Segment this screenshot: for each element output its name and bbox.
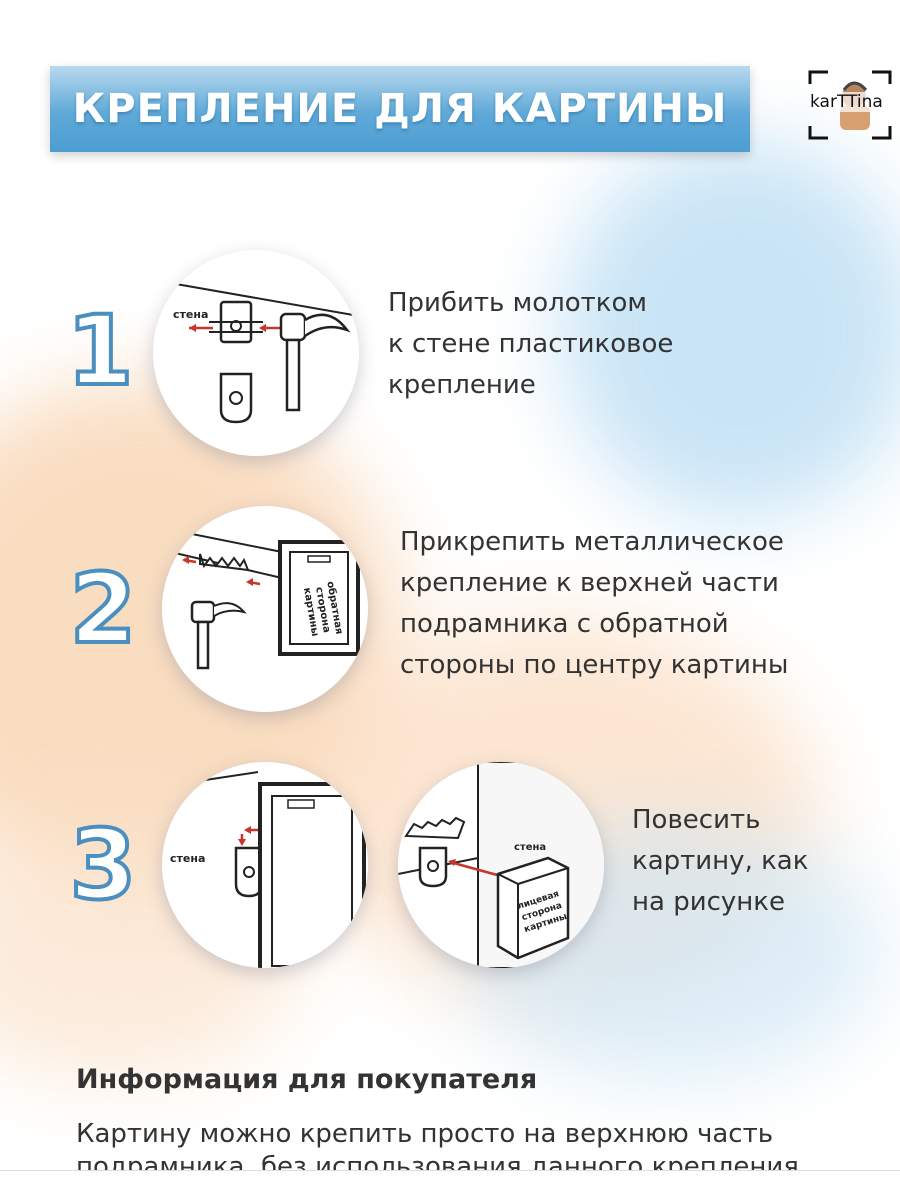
step-3-illustration-right: стена лицевая сторона картины [398,762,604,968]
step-number-1-text: 1 [70,306,130,390]
logo-text: karTTina [810,92,883,112]
info-body: Картину можно крепить просто на верхнюю … [76,1119,799,1170]
step-3-illustration-left: стена [162,762,368,968]
wall-label: стена [173,308,208,321]
step-1-illustration: стена [153,250,359,456]
step-1-text: Прибить молотком к стене пластиковое кре… [388,288,674,400]
title-banner: КРЕПЛЕНИЕ ДЛЯ КАРТИНЫ [50,66,750,152]
step-2-illustration: обратная сторона картины [162,506,368,712]
info-title: Информация для покупателя [76,1064,538,1095]
step-number-2-text: 2 [70,564,136,648]
step-3-text: Повесить картину, как на рисунке [632,805,809,917]
page-title: КРЕПЛЕНИЕ ДЛЯ КАРТИНЫ [72,86,728,132]
step-number-3: 3 [70,816,136,906]
bottom-strip [0,1171,900,1200]
step-number-1: 1 [70,306,130,390]
wall-label-3: стена [170,852,205,865]
step-2-text: Прикрепить металлическое крепление к вер… [400,527,789,680]
wall-label-4: стена [514,842,546,853]
step-number-3-text: 3 [70,816,136,906]
step-number-2: 2 [70,564,136,648]
brand-logo: karTTina [808,70,892,140]
bottom-divider [0,1170,900,1171]
